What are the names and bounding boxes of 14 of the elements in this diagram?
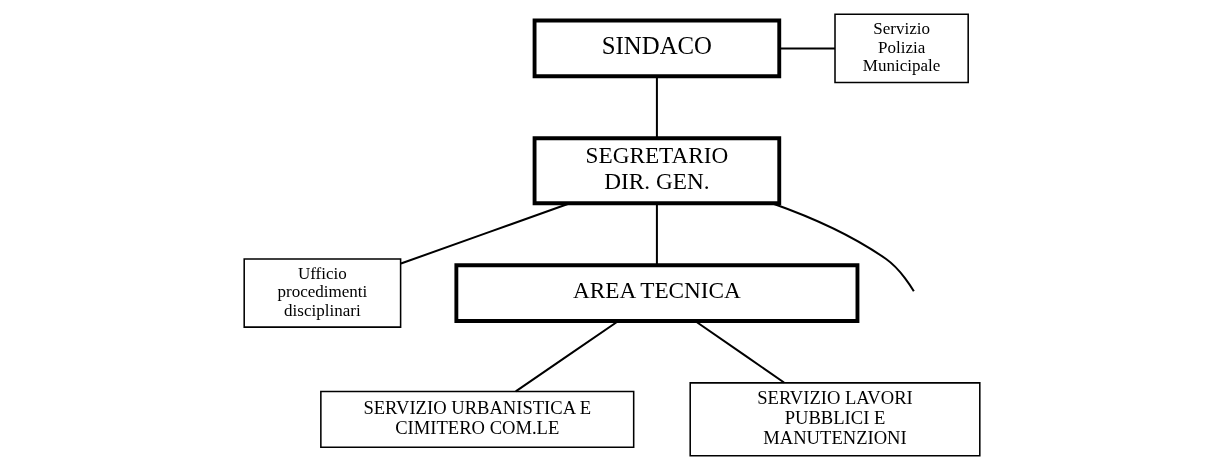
connector <box>779 47 835 50</box>
node-box: Servizio Polizia Municipale <box>834 13 969 84</box>
node-box: Ufficio procedimenti disciplinari <box>243 258 402 328</box>
node-box: SINDACO <box>532 18 782 79</box>
connector <box>694 320 785 384</box>
node-box: AREA TECNICA <box>454 263 860 323</box>
node-box: SERVIZIO URBANISTICA E CIMITERO COM.LE <box>320 390 635 448</box>
connector <box>655 203 658 265</box>
node-box: SERVIZIO LAVORI PUBBLICI E MANUTENZIONI <box>689 382 981 457</box>
node-box: SEGRETARIO DIR. GEN. <box>532 136 782 206</box>
connector <box>515 320 619 393</box>
connector <box>655 76 658 139</box>
connector <box>772 202 915 292</box>
connector <box>400 202 571 265</box>
